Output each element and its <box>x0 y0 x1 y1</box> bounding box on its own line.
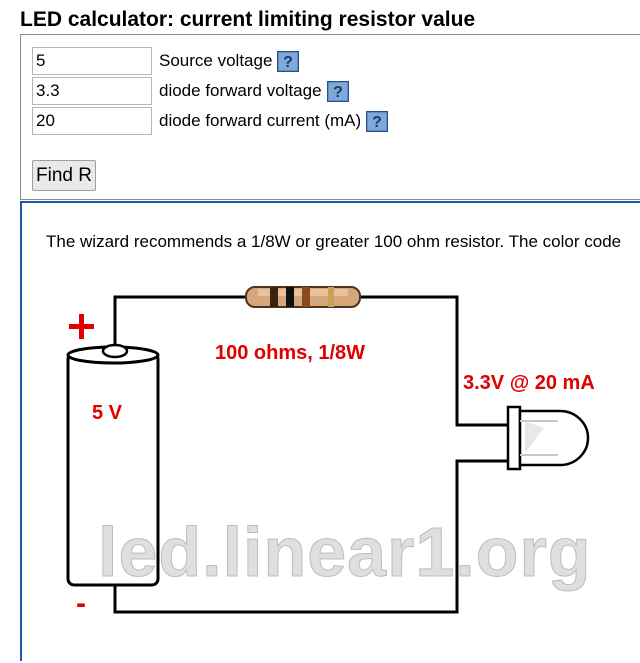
watermark-text: led.linear1.org <box>98 513 591 591</box>
resistor-label: 100 ohms, 1/8W <box>215 342 365 364</box>
source-voltage-label: Source voltage <box>159 51 273 70</box>
svg-text:?: ? <box>284 54 294 71</box>
recommendation-text: The wizard recommends a 1/8W or greater … <box>46 232 622 251</box>
source-voltage-row: Source voltage ? <box>32 47 300 75</box>
svg-text:?: ? <box>372 114 382 131</box>
question-mark-help-icon[interactable]: ? <box>277 50 300 72</box>
page-title: LED calculator: current limiting resisto… <box>20 8 476 31</box>
battery-icon <box>66 343 160 587</box>
forward-voltage-input[interactable] <box>32 77 152 105</box>
led-icon <box>506 405 590 471</box>
minus-sign: - <box>76 587 86 620</box>
forward-current-input[interactable] <box>32 107 152 135</box>
battery-label: 5 V <box>92 402 123 424</box>
led-label: 3.3V @ 20 mA <box>463 372 595 394</box>
forward-voltage-label: diode forward voltage <box>159 81 322 100</box>
forward-current-label: diode forward current (mA) <box>159 111 362 130</box>
led-circuit-diagram: + - 5 V 100 ohms, 1/8W 3.3V @ 20 mA <box>66 286 595 620</box>
question-mark-help-icon[interactable]: ? <box>366 110 389 132</box>
plus-sign-icon <box>69 314 94 339</box>
svg-text:?: ? <box>333 84 343 101</box>
calculator-form: Source voltage ? diode forward voltage ?… <box>20 34 640 200</box>
source-voltage-input[interactable] <box>32 47 152 75</box>
find-r-button[interactable]: Find R <box>32 160 96 191</box>
resistor-icon <box>245 286 361 308</box>
forward-current-row: diode forward current (mA) ? <box>32 107 389 135</box>
result-panel: The wizard recommends a 1/8W or greater … <box>20 201 640 661</box>
question-mark-help-icon[interactable]: ? <box>326 80 349 102</box>
forward-voltage-row: diode forward voltage ? <box>32 77 349 105</box>
circuit-wires <box>113 295 510 614</box>
